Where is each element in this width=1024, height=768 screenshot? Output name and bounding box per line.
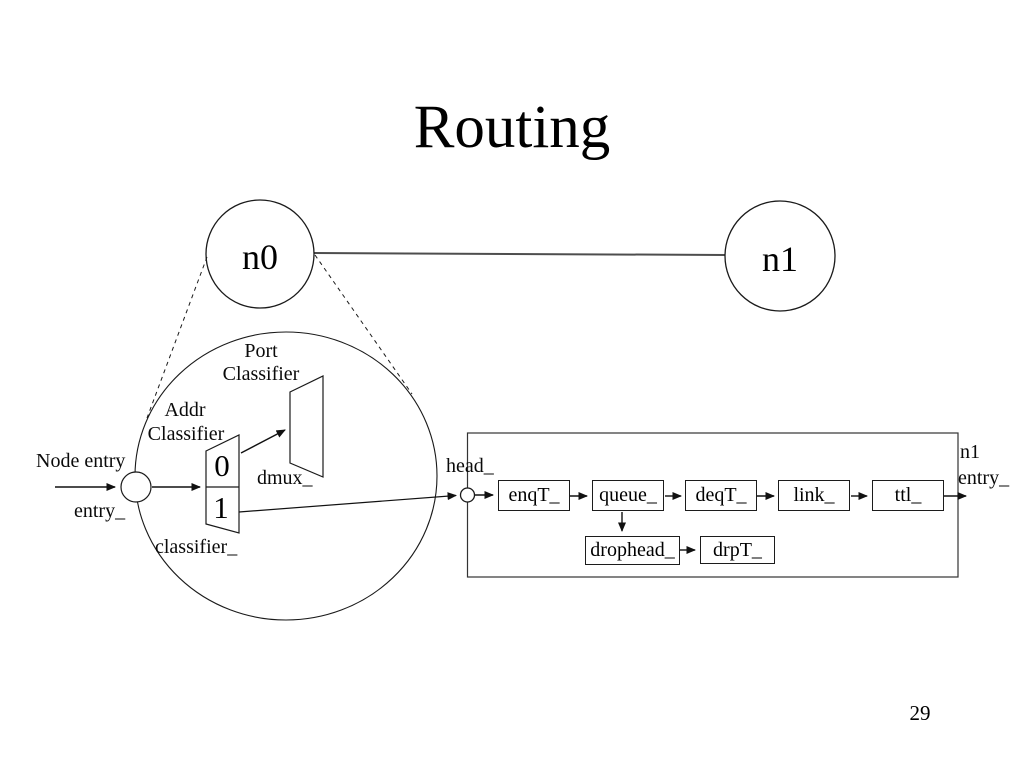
port-classifier-label-line2: Classifier <box>222 363 300 385</box>
entry-point-circle <box>120 471 152 503</box>
link-pipeline-rect <box>466 432 959 578</box>
pipeline-box-drpT: drpT_ <box>700 536 775 564</box>
node-n1-label: n1 <box>762 239 798 279</box>
pipeline-box-label: queue_ <box>599 484 657 506</box>
node-n1-circle <box>724 200 836 312</box>
slide-title: Routing <box>413 94 611 161</box>
page-number: 29 <box>909 701 931 725</box>
addr-classifier-label-line2: Classifier <box>147 423 225 445</box>
pipeline-box-ttl: ttl_ <box>872 480 944 511</box>
pipeline-box-enqT: enqT_ <box>498 480 570 511</box>
classifier-slot1-label: 1 <box>213 490 229 525</box>
pipeline-box-label: link_ <box>793 484 835 506</box>
port-classifier-shape <box>289 375 324 478</box>
pipeline-box-drophead: drophead_ <box>585 536 680 565</box>
head-var-label: head_ <box>446 455 494 477</box>
pipeline-box-label: drpT_ <box>713 538 762 561</box>
pipeline-box-label: enqT_ <box>508 484 560 506</box>
dest-node-label: n1 <box>960 441 980 463</box>
arrow-classifier-to-head <box>238 492 457 513</box>
link-n0-n1-line <box>313 252 727 256</box>
classifier-var-label: classifier_ <box>155 536 238 558</box>
pipeline-box-deqT: deqT_ <box>685 480 757 511</box>
pipeline-box-label: deqT_ <box>695 484 747 506</box>
head-point-circle <box>459 487 476 503</box>
arrow-classifier-to-dmux <box>240 429 286 454</box>
classifier-slot0-label: 0 <box>214 448 230 483</box>
pipeline-box-label: ttl_ <box>894 484 922 506</box>
addr-classifier-shape <box>205 434 240 534</box>
node-n0-circle <box>205 199 315 309</box>
pipeline-box-link: link_ <box>778 480 850 511</box>
node-n0-label: n0 <box>242 237 278 277</box>
entry-var-label: entry_ <box>74 500 126 522</box>
addr-classifier-label-line1: Addr <box>164 399 206 421</box>
pipeline-box-queue: queue_ <box>592 480 664 511</box>
port-classifier-label-line1: Port <box>244 340 278 362</box>
node-entry-label: Node entry <box>36 450 126 472</box>
dmux-var-label: dmux_ <box>257 467 313 489</box>
dest-entry-var-label: entry_ <box>958 467 1010 489</box>
pipeline-box-label: drophead_ <box>590 539 675 561</box>
